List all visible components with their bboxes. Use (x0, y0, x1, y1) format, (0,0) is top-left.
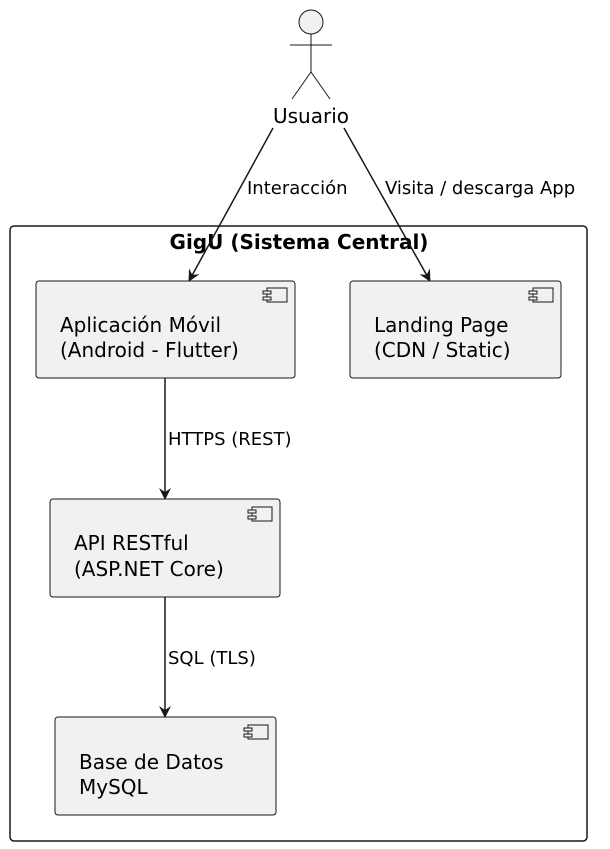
database-label-line1: Base de Datos (79, 750, 224, 774)
landing-label-line1: Landing Page (374, 313, 508, 337)
edge-label-interaccion: Interacción (247, 178, 348, 199)
system-title: GigU (Sistema Central) (170, 230, 429, 254)
edge-user-to-mobile: Interacción (188, 127, 348, 282)
edge-label-visita: Visita / descarga App (385, 178, 575, 199)
actor-label: Usuario (273, 104, 349, 128)
api-label-line1: API RESTful (74, 531, 189, 555)
component-mobile-app: Aplicación Móvil (Android - Flutter) (35, 280, 296, 379)
edge-label-sql: SQL (TLS) (168, 648, 256, 669)
component-database: Base de Datos MySQL (54, 716, 277, 816)
database-label-line2: MySQL (79, 775, 149, 799)
component-icon (262, 287, 288, 303)
system-boundary: GigU (Sistema Central) (9, 225, 588, 842)
component-api: API RESTful (ASP.NET Core) (49, 498, 281, 598)
component-icon (243, 724, 269, 740)
actor-usuario: Usuario (273, 9, 349, 128)
component-landing-page: Landing Page (CDN / Static) (349, 280, 562, 379)
mobile-label-line2: (Android - Flutter) (60, 338, 239, 362)
edge-user-to-landing: Visita / descarga App (343, 127, 575, 282)
component-icon (247, 506, 273, 522)
api-label-line2: (ASP.NET Core) (74, 557, 224, 581)
edge-api-to-db: SQL (TLS) (159, 597, 256, 718)
component-icon (528, 287, 554, 303)
actor-head (298, 9, 324, 35)
edge-mobile-to-api: HTTPS (REST) (159, 378, 292, 500)
actor-left-leg (291, 71, 312, 100)
landing-label-line2: (CDN / Static) (374, 338, 511, 362)
actor-right-leg (310, 71, 331, 100)
edge-label-https: HTTPS (REST) (168, 429, 292, 450)
mobile-label-line1: Aplicación Móvil (60, 313, 221, 337)
